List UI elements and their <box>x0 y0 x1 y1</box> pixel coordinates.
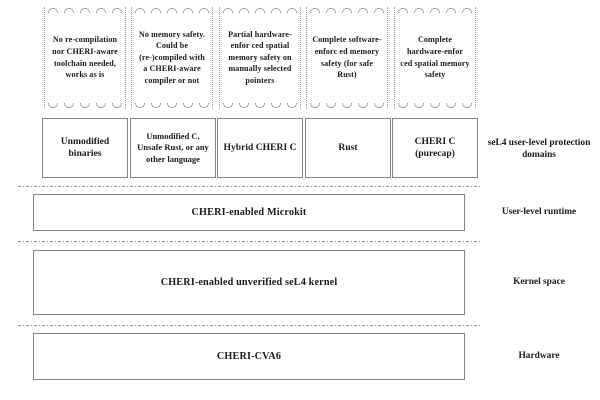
layer-separator-user-runtime <box>18 186 480 187</box>
annotation-cloud-unmodified-binaries: No re-compilation nor CHERI-aware toolch… <box>44 7 126 109</box>
annotation-cloud-unmodified-c: No memory safety. Could be (re-)compiled… <box>131 7 213 109</box>
protection-domain-hybrid-cheri-c[interactable]: Hybrid CHERI C <box>217 118 303 178</box>
layer-cheri-enabled-microkit[interactable]: CHERI-enabled Microkit <box>33 194 465 231</box>
annotation-cloud-cheri-c-purecap: Complete hardware-enfor ced spatial memo… <box>394 7 476 109</box>
side-label-text: User-level runtime <box>501 207 577 218</box>
side-label-text: Hardware <box>518 351 560 362</box>
layer-label: CHERI-enabled Microkit <box>191 207 307 218</box>
side-label-user-level-runtime: User-level runtime <box>480 194 598 231</box>
protection-domain-label: Unmodified binaries <box>60 135 110 159</box>
layer-cheri-enabled-sel4-kernel[interactable]: CHERI-enabled unverified seL4 kernel <box>33 250 465 315</box>
annotation-cloud-text: No memory safety. Could be (re-)compiled… <box>138 29 206 85</box>
layer-separator-kernel-space <box>18 241 480 242</box>
side-label-text: seL4 user-level protection domains <box>487 137 591 160</box>
annotation-cloud-hybrid-cheri-c: Partial hardware-enfor ced spatial memor… <box>219 7 301 109</box>
annotation-cloud-text: Partial hardware-enfor ced spatial memor… <box>228 29 292 85</box>
side-label-text: Kernel space <box>513 277 565 288</box>
layer-label: CHERI-enabled unverified seL4 kernel <box>160 277 338 288</box>
side-label-hardware: Hardware <box>480 333 598 380</box>
protection-domain-label: Unmodified C, Unsafe Rust, or any other … <box>137 131 209 164</box>
protection-domain-unmodified-c[interactable]: Unmodified C, Unsafe Rust, or any other … <box>130 118 216 178</box>
side-label-kernel-space: Kernel space <box>480 250 598 315</box>
layer-label: CHERI-CVA6 <box>216 351 282 362</box>
side-label-protection-domains: seL4 user-level protection domains <box>480 120 598 178</box>
layer-separator-hardware <box>18 325 480 326</box>
protection-domain-label: CHERI C (purecap) <box>414 135 456 159</box>
annotation-cloud-text: Complete software-enforc ed memory safet… <box>312 35 382 80</box>
layer-cheri-cva6[interactable]: CHERI-CVA6 <box>33 333 465 380</box>
annotation-cloud-text: Complete hardware-enfor ced spatial memo… <box>400 35 470 80</box>
annotation-cloud-rust: Complete software-enforc ed memory safet… <box>306 7 388 109</box>
protection-domain-rust[interactable]: Rust <box>305 118 391 178</box>
protection-domain-cheri-c-purecap[interactable]: CHERI C (purecap) <box>392 118 478 178</box>
protection-domain-label: Hybrid CHERI C <box>223 141 297 153</box>
protection-domain-unmodified-binaries[interactable]: Unmodified binaries <box>42 118 128 178</box>
annotation-cloud-text: No re-compilation nor CHERI-aware toolch… <box>52 35 118 80</box>
protection-domain-label: Rust <box>338 141 358 153</box>
